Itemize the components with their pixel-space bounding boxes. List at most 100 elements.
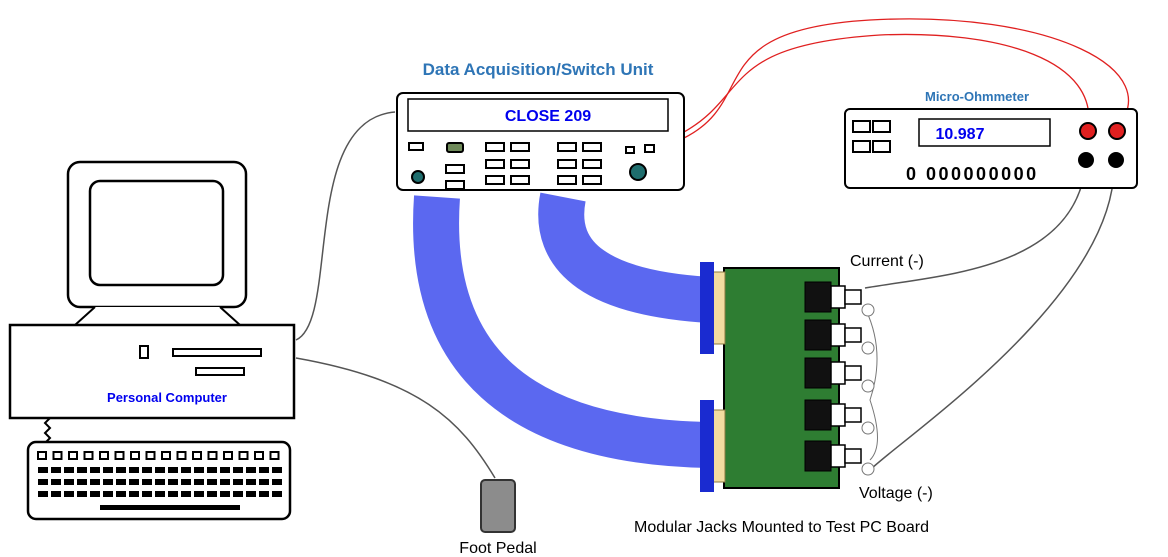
modular-jack bbox=[804, 357, 832, 389]
keyboard-key bbox=[103, 491, 113, 497]
daq-button bbox=[408, 142, 424, 151]
current-label: Current (-) bbox=[850, 253, 924, 270]
cd-drive bbox=[195, 367, 245, 376]
ohmmeter-display-text: 10.987 bbox=[936, 126, 985, 143]
daq-button bbox=[485, 142, 505, 152]
keyboard-key bbox=[168, 491, 178, 497]
keyboard-key bbox=[181, 467, 191, 473]
voltage-label: Voltage (-) bbox=[859, 485, 933, 502]
edge-connector-bottom bbox=[700, 400, 714, 492]
ohmmeter-digit-row: 0 000000000 bbox=[906, 164, 1039, 184]
keyboard-key bbox=[51, 467, 61, 473]
keyboard-key bbox=[194, 491, 204, 497]
red-lead-2 bbox=[683, 33, 1090, 133]
keyboard-key bbox=[99, 451, 109, 460]
daq-display-text: CLOSE 209 bbox=[505, 108, 591, 125]
edge-connector-bottom-pins bbox=[712, 409, 726, 483]
keyboard-key bbox=[168, 467, 178, 473]
modular-jack bbox=[804, 440, 832, 472]
keyboard-key bbox=[37, 451, 47, 460]
daq-button bbox=[582, 175, 602, 185]
keyboard-key bbox=[194, 467, 204, 473]
keyboard-key bbox=[142, 491, 152, 497]
daq-button bbox=[644, 144, 655, 153]
modular-jack bbox=[804, 399, 832, 431]
power-button bbox=[139, 345, 149, 359]
keyboard-key bbox=[130, 451, 140, 460]
daq-button bbox=[446, 142, 464, 153]
terminal-black-1 bbox=[1078, 152, 1094, 168]
keyboard-key bbox=[246, 467, 256, 473]
keyboard-key bbox=[220, 491, 230, 497]
keyboard-key bbox=[114, 451, 125, 460]
pc-to-pedal-wire bbox=[295, 357, 496, 479]
jack-link-wire bbox=[865, 309, 878, 461]
keyboard-key bbox=[181, 479, 191, 485]
jack-plug bbox=[830, 285, 846, 309]
keyboard-key bbox=[246, 491, 256, 497]
jack-plug bbox=[830, 361, 846, 385]
keyboard-key bbox=[116, 479, 126, 485]
voltage-wire bbox=[869, 169, 1115, 471]
daq-power-knob bbox=[411, 170, 425, 184]
keyboard-key bbox=[259, 491, 269, 497]
keyboard-key bbox=[194, 479, 204, 485]
daq-display bbox=[407, 98, 669, 132]
keyboard-key bbox=[64, 479, 74, 485]
keyboard-key bbox=[77, 491, 87, 497]
modular-jacks bbox=[804, 281, 875, 476]
ohmmeter-display bbox=[918, 118, 1051, 147]
keyboard-key bbox=[83, 451, 94, 460]
pc-to-daq-wire bbox=[295, 111, 396, 341]
foot-pedal[interactable] bbox=[480, 479, 516, 533]
keyboard-key bbox=[161, 451, 171, 460]
keyboard-keys bbox=[37, 451, 282, 497]
keyboard-key bbox=[142, 479, 152, 485]
wire-loop bbox=[861, 341, 875, 355]
daq-button bbox=[510, 159, 530, 169]
daq-button bbox=[445, 164, 465, 174]
floppy-drive bbox=[172, 348, 262, 357]
board-label: Modular Jacks Mounted to Test PC Board bbox=[634, 519, 929, 536]
daq-button bbox=[557, 159, 577, 169]
daq-button bbox=[582, 159, 602, 169]
keyboard-key bbox=[116, 467, 126, 473]
daq-button bbox=[557, 175, 577, 185]
daq-button-panel bbox=[408, 142, 655, 190]
keyboard-key bbox=[145, 451, 156, 460]
keyboard-key bbox=[38, 491, 48, 497]
keyboard-key bbox=[77, 479, 87, 485]
keyboard-key bbox=[77, 467, 87, 473]
edge-connector-top-pins bbox=[712, 271, 726, 345]
keyboard-key bbox=[51, 491, 61, 497]
keyboard-key bbox=[246, 479, 256, 485]
jack-plug-tip bbox=[844, 407, 862, 423]
keyboard-key bbox=[181, 491, 191, 497]
current-wire bbox=[864, 169, 1086, 289]
ohmmeter-button-panel bbox=[852, 120, 891, 153]
pedal-label: Foot Pedal bbox=[459, 540, 536, 557]
daq-button bbox=[485, 175, 505, 185]
ribbon-cable-left bbox=[413, 195, 711, 468]
keyboard-key bbox=[129, 467, 139, 473]
keyboard-key bbox=[223, 451, 233, 460]
ohmmeter-button bbox=[852, 120, 871, 133]
daq-control-knob bbox=[629, 163, 647, 181]
computer-label: Personal Computer bbox=[107, 390, 227, 405]
keyboard-key bbox=[272, 479, 282, 485]
keyboard-key bbox=[220, 467, 230, 473]
keyboard-key bbox=[103, 467, 113, 473]
keyboard-key bbox=[129, 479, 139, 485]
daq-button bbox=[485, 159, 505, 169]
keyboard-key bbox=[176, 451, 187, 460]
keyboard-key bbox=[90, 467, 100, 473]
monitor-stand bbox=[72, 306, 243, 326]
keyboard-key bbox=[233, 467, 243, 473]
keyboard-key bbox=[155, 491, 165, 497]
keyboard-key bbox=[90, 491, 100, 497]
keyboard-key bbox=[155, 467, 165, 473]
wire-loop bbox=[861, 379, 875, 393]
keyboard-key bbox=[68, 451, 78, 460]
spacebar bbox=[100, 505, 240, 510]
keyboard-key bbox=[52, 451, 63, 460]
